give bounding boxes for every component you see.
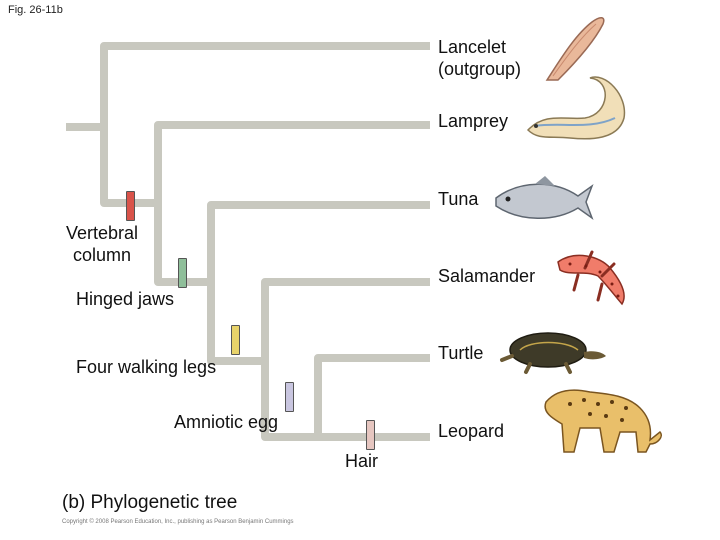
hinged-jaws-marker <box>178 258 187 288</box>
trait-label-hair: Hair <box>345 450 378 472</box>
taxon-label-tuna: Tuna <box>438 188 478 210</box>
lancelet-illustration <box>547 18 604 80</box>
figure-caption: (b) Phylogenetic tree <box>62 492 237 514</box>
branch-lancelet <box>104 46 430 127</box>
taxon-label-salamander: Salamander <box>438 265 535 287</box>
trait-label-amniotic-egg: Amniotic egg <box>174 411 278 433</box>
copyright-notice: Copyright © 2008 Pearson Education, Inc.… <box>62 519 294 525</box>
taxon-label-lamprey: Lamprey <box>438 110 508 132</box>
taxon-label-leopard: Leopard <box>438 420 504 442</box>
vertebral-column-marker <box>126 191 135 221</box>
taxon-label-lancelet: Lancelet (outgroup) <box>438 36 521 80</box>
branch-tuna <box>211 205 430 282</box>
turtle-illustration <box>502 333 606 372</box>
salamander-illustration <box>558 252 624 304</box>
figure-label: Fig. 26-11b <box>8 4 63 16</box>
four-walking-legs-marker <box>231 325 240 355</box>
hair-marker <box>366 420 375 450</box>
tuna-illustration <box>496 176 592 218</box>
branch-lamprey <box>158 125 430 203</box>
trait-label-vertebral-column: Vertebral column <box>56 222 148 266</box>
amniotic-egg-marker <box>285 382 294 412</box>
branch-salamander <box>265 282 430 361</box>
trait-label-hinged-jaws: Hinged jaws <box>76 288 174 310</box>
trait-label-four-walking-legs: Four walking legs <box>76 356 216 378</box>
leopard-illustration <box>545 390 661 452</box>
lamprey-illustration <box>528 77 624 139</box>
taxon-label-turtle: Turtle <box>438 342 483 364</box>
